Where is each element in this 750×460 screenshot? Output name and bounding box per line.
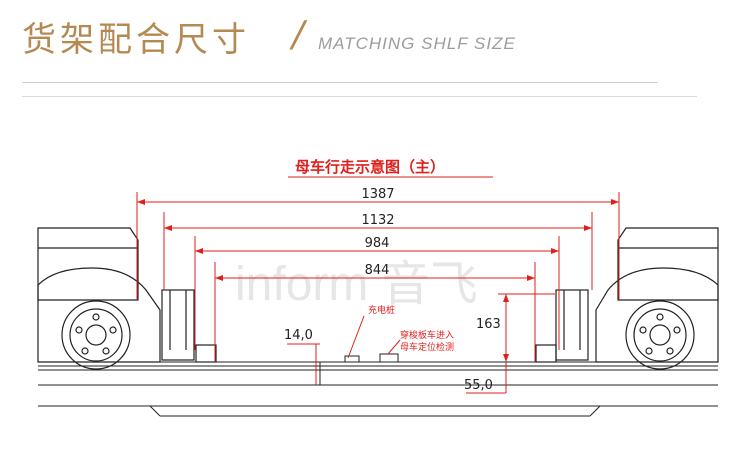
header-divider-bottom [22,96,697,97]
right-wheel-unit [535,227,719,370]
left-wheel [61,300,131,370]
dim-14: 14,0 [284,328,313,343]
dimension-lines [136,192,620,394]
dim-984: 984 [365,236,390,251]
header: 货架配合尺寸 / MATCHING SHLF SIZE [0,0,750,100]
dim-163: 163 [476,317,501,332]
label-cart-position: 母车定位检测 [400,341,454,353]
right-wheel [625,300,695,370]
page-subtitle: MATCHING SHLF SIZE [318,34,516,53]
dim-844: 844 [365,263,390,278]
cart-travel-diagram: 母车行走示意图（主） inform 音飞 [0,140,750,460]
left-wheel-unit [37,227,217,370]
dim-55: 55,0 [464,378,493,393]
rail-structure [38,361,718,417]
label-shuttle-entry: 穿梭板车进入 [400,329,454,341]
dim-1132: 1132 [361,213,394,228]
diagram-title: 母车行走示意图（主） [295,158,445,176]
header-divider-top [22,82,658,83]
title-separator: / [292,14,305,55]
page-title: 货架配合尺寸 [22,20,250,60]
diagram-canvas: 母车行走示意图（主） inform 音飞 [37,158,719,417]
dimension-arrows [137,199,619,362]
watermark: inform 音飞 [235,258,478,311]
label-charging-post: 充电桩 [368,304,395,316]
dim-1387: 1387 [361,187,394,202]
